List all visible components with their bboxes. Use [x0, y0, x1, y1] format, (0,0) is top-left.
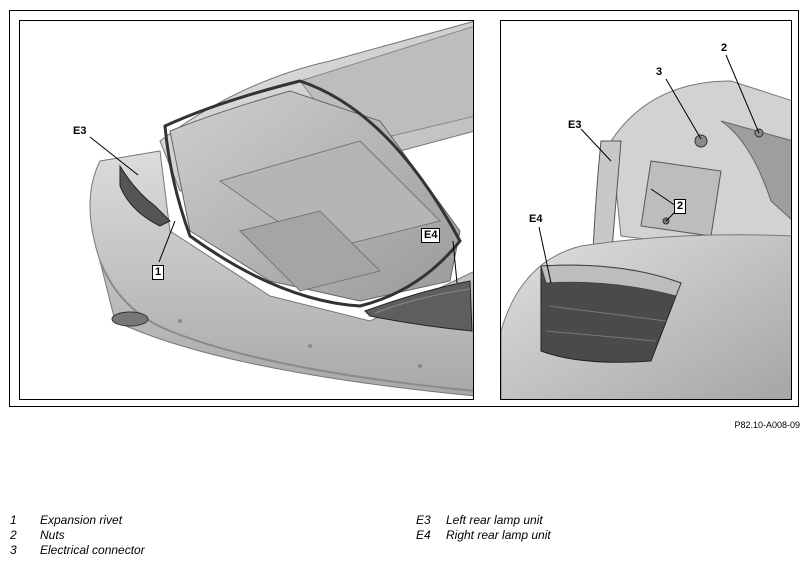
car-rear-illustration: [89, 21, 473, 397]
legend-text: Expansion rivet: [40, 513, 123, 527]
callout-3: 3: [656, 66, 663, 78]
legend-number: 1: [10, 513, 17, 527]
callout-e3: E3: [73, 125, 87, 137]
legend-number: E4: [416, 528, 431, 542]
legend-text: Left rear lamp unit: [446, 513, 543, 527]
legend-item: E3 Left rear lamp unit: [416, 513, 551, 528]
legend-number: 2: [10, 528, 17, 542]
callout-e4: E4: [529, 213, 543, 225]
legend-right: E3 Left rear lamp unit E4 Right rear lam…: [416, 513, 551, 543]
legend-item: 2 Nuts: [10, 528, 145, 543]
lamp-closeup-illustration: [501, 54, 791, 399]
legend-number: 3: [10, 543, 17, 557]
callout-e3: E3: [568, 119, 582, 131]
callout-2-lower: 2: [674, 199, 687, 214]
illustration-rear-view: E3 E4 1: [19, 20, 474, 400]
legend-item: 1 Expansion rivet: [10, 513, 145, 528]
legend-text: Right rear lamp unit: [446, 528, 551, 542]
figure-reference: P82.10-A008-09: [734, 420, 800, 430]
legend-item: E4 Right rear lamp unit: [416, 528, 551, 543]
callout-2-top: 2: [721, 42, 728, 54]
callout-e4: E4: [421, 228, 441, 243]
legend-text: Electrical connector: [40, 543, 145, 557]
illustration-lamp-closeup: 2 3 E3 E4 2: [500, 20, 792, 400]
legend-number: E3: [416, 513, 431, 527]
callout-1: 1: [152, 265, 165, 280]
legend-left: 1 Expansion rivet 2 Nuts 3 Electrical co…: [10, 513, 145, 558]
legend-item: 3 Electrical connector: [10, 543, 145, 558]
legend-text: Nuts: [40, 528, 65, 542]
